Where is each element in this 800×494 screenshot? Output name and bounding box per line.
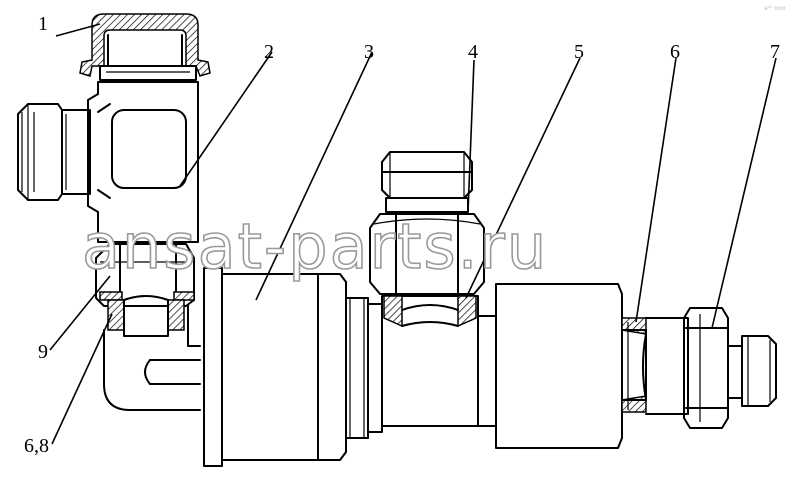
leader-7 [711,57,777,329]
part-5-seal-body [381,295,497,427]
part-7-end-nut [683,307,777,429]
callout-6: 6 [670,41,680,63]
leader-9 [49,275,111,351]
watermark: ansat-parts.ru [82,210,548,283]
leader-lines [49,23,777,445]
callout-6-8: 6,8 [24,435,49,457]
callout-7: 7 [770,41,780,63]
part-1-cap [79,13,211,77]
part-6-8-seal [107,295,185,337]
part-3-housing [203,267,383,467]
leader-6-8 [51,313,113,445]
leader-5 [465,57,581,299]
part-6-sleeve [495,283,689,449]
leader-6 [635,57,677,323]
lower-elbow [103,305,201,411]
callout-5: 5 [574,41,584,63]
part-4-fitting [369,151,485,295]
corner-mark: a⁴⁰ ооо [764,5,786,12]
part-2-tee-body [17,65,199,243]
callout-labels: 1 2 3 4 5 6 7 9 6,8 [24,13,780,457]
callout-2: 2 [264,41,274,63]
callout-4: 4 [468,41,478,63]
leader-3 [255,51,373,301]
leader-4 [467,59,475,213]
leader-1 [55,23,101,37]
callout-1: 1 [38,13,48,35]
callout-3: 3 [364,41,374,63]
leader-2 [179,51,273,187]
callout-9: 9 [38,341,48,363]
